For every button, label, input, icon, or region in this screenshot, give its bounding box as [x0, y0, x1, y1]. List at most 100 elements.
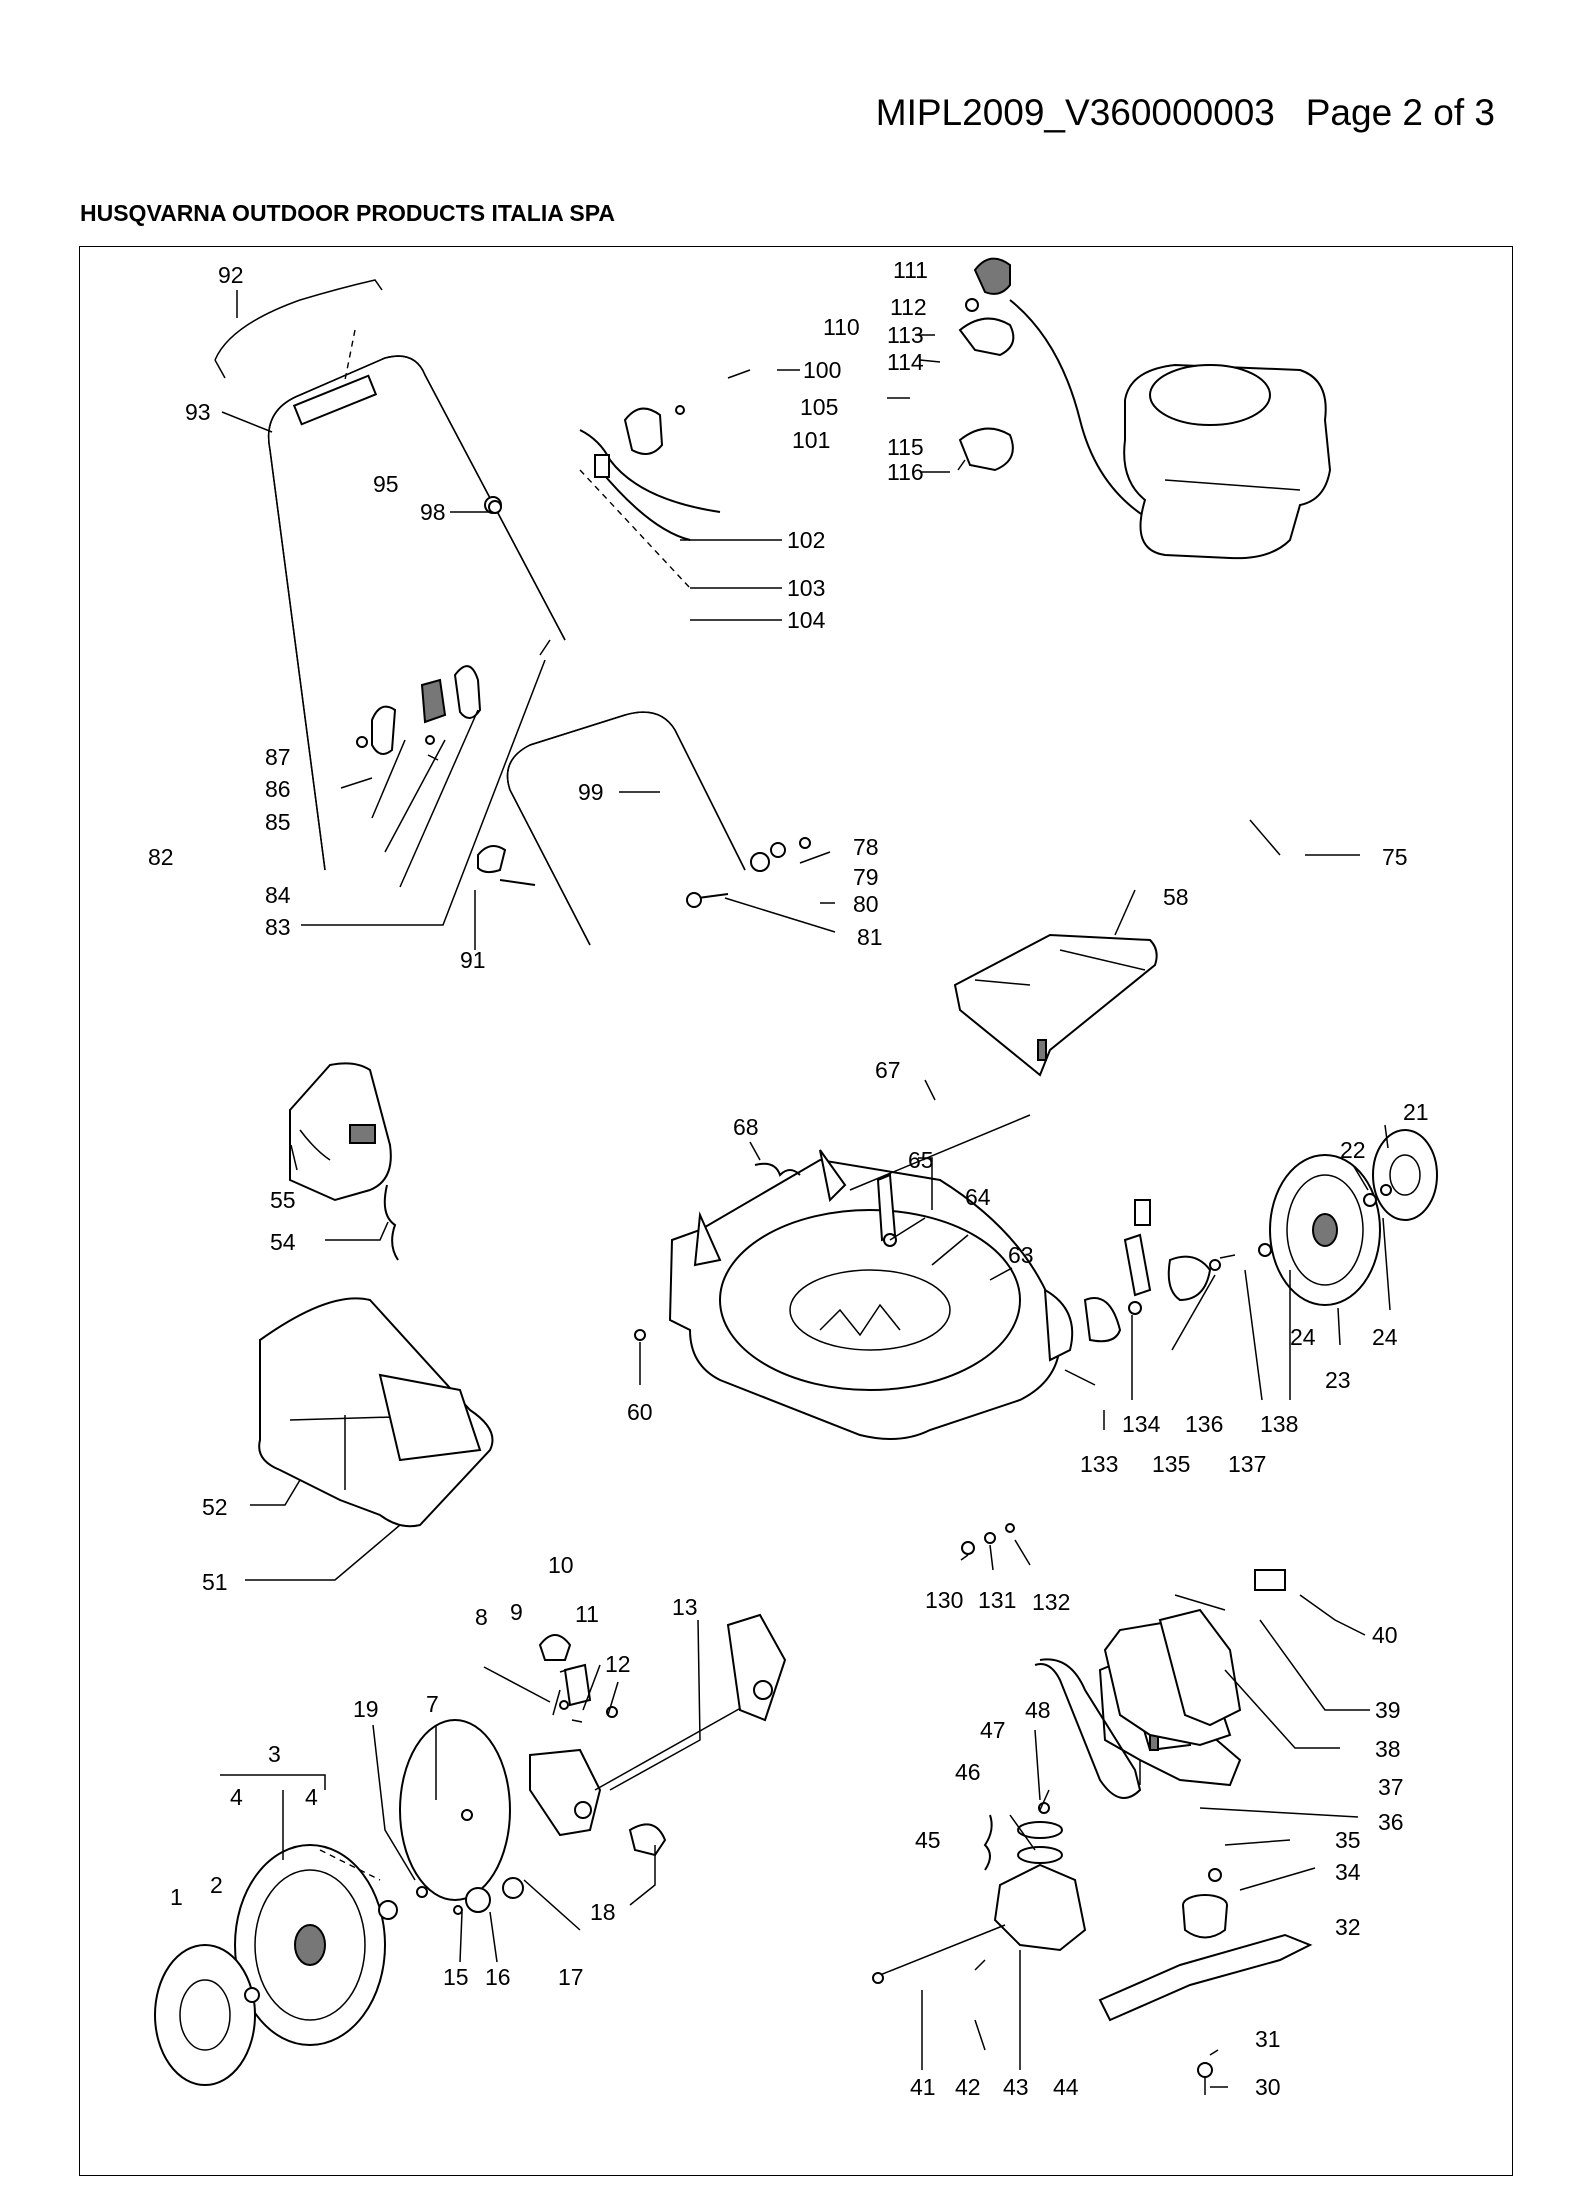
callout-label: 45	[915, 1827, 941, 1853]
callout-label: 35	[1335, 1827, 1361, 1853]
callout-label: 113	[887, 322, 924, 348]
callout-label: 114	[887, 349, 924, 375]
callout-label: 11	[575, 1601, 599, 1627]
callout-label: 85	[265, 809, 291, 835]
engine-drawing	[1123, 363, 1332, 560]
document-id: MIPL2009_V360000003	[875, 92, 1275, 133]
callout-label: 9	[510, 1599, 523, 1625]
callout-label: 84	[265, 882, 291, 908]
callout-label: 116	[887, 459, 924, 485]
callout-label: 135	[1152, 1451, 1190, 1477]
callout-label: 104	[787, 607, 826, 633]
callout-label: 138	[1260, 1411, 1298, 1437]
page-indicator: Page 2 of 3	[1305, 92, 1495, 133]
document-reference: MIPL2009_V360000003 Page 2 of 3	[876, 92, 1495, 134]
callout-label: 38	[1375, 1736, 1401, 1762]
callout-label: 95	[373, 471, 399, 497]
callout-label: 18	[590, 1899, 616, 1925]
callout-label: 2	[210, 1872, 223, 1898]
callout-label: 87	[265, 744, 291, 770]
callout-label: 64	[965, 1184, 991, 1210]
callout-label: 30	[1255, 2074, 1281, 2100]
callout-label: 39	[1375, 1697, 1401, 1723]
callout-label: 115	[887, 434, 924, 460]
callout-label: 67	[875, 1057, 901, 1083]
callout-labels: 92 93 95 98 100 105 101 102 103 104 111 …	[148, 257, 1429, 2100]
callout-label: 92	[218, 262, 244, 288]
front-wheel-drawing	[154, 1844, 398, 2086]
height-adjuster-drawing	[1083, 1199, 1272, 1343]
diagram-frame	[79, 246, 1513, 2176]
rear-flap-drawing	[953, 933, 1158, 1077]
leader-lines	[220, 290, 1391, 2088]
callout-label: 31	[1255, 2026, 1281, 2052]
callout-label: 93	[185, 399, 211, 425]
callout-label: 47	[980, 1717, 1006, 1743]
axle-assembly-drawing	[399, 1613, 787, 1915]
callout-label: 105	[800, 394, 838, 420]
callout-label: 132	[1032, 1589, 1070, 1615]
callout-label: 102	[787, 527, 825, 553]
callout-label: 82	[148, 844, 174, 870]
callout-label: 110	[823, 314, 860, 340]
callout-label: 101	[792, 427, 830, 453]
callout-label: 58	[1163, 884, 1189, 910]
callout-label: 63	[1008, 1242, 1034, 1268]
callout-label: 7	[426, 1691, 439, 1717]
callout-label: 52	[202, 1494, 228, 1520]
handle-lower-drawing	[477, 500, 811, 946]
mower-deck-drawing	[634, 1114, 1074, 1440]
callout-label: 55	[270, 1187, 296, 1213]
callout-label: 34	[1335, 1859, 1361, 1885]
callout-label: 32	[1335, 1914, 1361, 1940]
callout-label: 22	[1340, 1137, 1366, 1163]
callout-label: 3	[268, 1741, 281, 1767]
callout-label: 51	[202, 1569, 228, 1595]
handle-upper-drawing	[214, 279, 566, 871]
callout-label: 41	[910, 2074, 936, 2100]
callout-label: 54	[270, 1229, 296, 1255]
transmission-drawing	[872, 1643, 1313, 2095]
callout-label: 42	[955, 2074, 981, 2100]
callout-label: 78	[853, 834, 879, 860]
chute-drawing	[1103, 1569, 1286, 1785]
callout-label: 46	[955, 1759, 981, 1785]
controls-drawing	[579, 257, 1171, 589]
callout-label: 37	[1378, 1774, 1404, 1800]
callout-label: 21	[1403, 1099, 1429, 1125]
callout-label: 8	[475, 1604, 488, 1630]
callout-label: 44	[1053, 2074, 1079, 2100]
callout-label: 112	[890, 294, 927, 320]
callout-label: 86	[265, 776, 291, 802]
callout-label: 48	[1025, 1697, 1051, 1723]
callout-label: 99	[578, 779, 604, 805]
callout-label: 4	[230, 1784, 243, 1810]
callout-label: 136	[1185, 1411, 1223, 1437]
callout-label: 68	[733, 1114, 759, 1140]
callout-label: 80	[853, 891, 879, 917]
callout-label: 81	[857, 924, 883, 950]
callout-label: 23	[1325, 1367, 1351, 1393]
callout-label: 98	[420, 499, 446, 525]
callout-label: 10	[548, 1552, 574, 1578]
callout-label: 131	[978, 1587, 1016, 1613]
callout-label: 133	[1080, 1451, 1118, 1477]
callout-label: 19	[353, 1696, 379, 1722]
callout-label: 91	[460, 947, 486, 973]
callout-label: 137	[1228, 1451, 1266, 1477]
callout-label: 134	[1122, 1411, 1161, 1437]
callout-label: 15	[443, 1964, 469, 1990]
callout-label: 40	[1372, 1622, 1398, 1648]
callout-label: 79	[853, 864, 879, 890]
callout-label: 130	[925, 1587, 963, 1613]
deck-hardware-drawing	[961, 1523, 1015, 1555]
callout-label: 83	[265, 914, 291, 940]
callout-label: 16	[485, 1964, 511, 1990]
callout-label: 12	[605, 1651, 631, 1677]
callout-label: 36	[1378, 1809, 1404, 1835]
callout-label: 43	[1003, 2074, 1029, 2100]
callout-label: 17	[558, 1964, 584, 1990]
grass-bag-drawing	[258, 1062, 494, 1528]
callout-label: 65	[908, 1147, 934, 1173]
callout-label: 60	[627, 1399, 653, 1425]
